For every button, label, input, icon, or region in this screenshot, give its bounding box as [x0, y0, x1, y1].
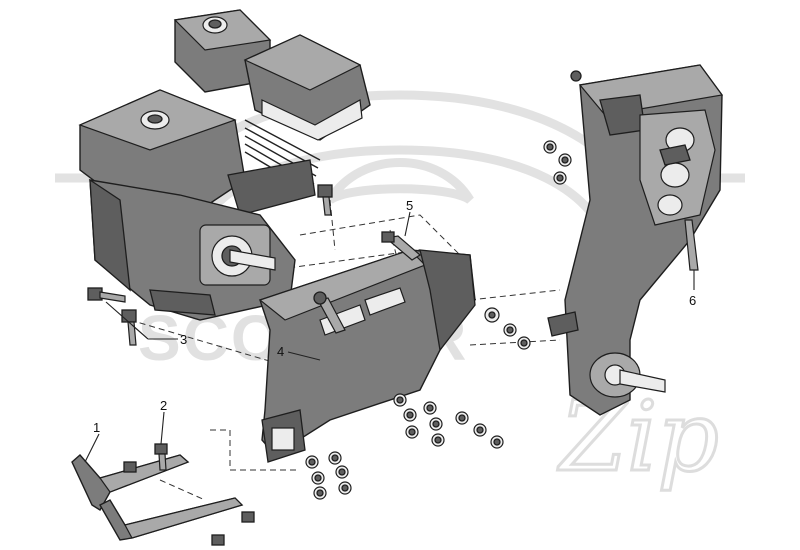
callout-4: 4 — [277, 344, 321, 361]
engine-assembly — [78, 9, 371, 321]
callout-5: 5 — [404, 198, 413, 237]
callout-3: 3 — [105, 301, 187, 347]
callout-1: 1 — [84, 420, 100, 463]
callout-1-label: 1 — [93, 420, 100, 435]
support-legs — [71, 443, 255, 546]
callout-6-label: 6 — [689, 293, 696, 308]
callout-2: 2 — [160, 398, 167, 445]
callout-5-label: 5 — [406, 198, 413, 213]
nuts-and-washers — [305, 140, 572, 500]
callout-3-label: 3 — [180, 332, 187, 347]
mounting-bracket — [258, 231, 476, 463]
gearbox-housing — [547, 64, 724, 416]
callout-4-label: 4 — [277, 344, 284, 359]
callout-6: 6 — [689, 270, 696, 308]
bolts-group — [87, 184, 333, 346]
callout-2-label: 2 — [160, 398, 167, 413]
